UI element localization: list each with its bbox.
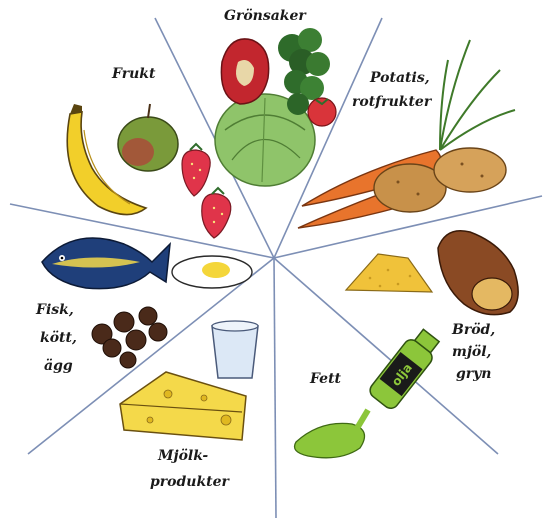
label-line: Fisk,	[35, 302, 74, 318]
bread-illustration	[346, 231, 518, 315]
label-line: kött,	[40, 330, 77, 346]
label-line: Potatis,	[369, 70, 430, 86]
label-brod: Bröd, mjöl, gryn	[451, 322, 500, 382]
label-gronsaker: Grönsaker	[224, 8, 307, 24]
label-line: ägg	[44, 358, 73, 374]
label-mjolk: Mjölk- produkter	[150, 448, 231, 490]
label-fett: Fett	[309, 371, 342, 387]
fruit-illustration	[67, 104, 231, 238]
oil-illustration: olja	[295, 326, 444, 458]
label-line: Bröd,	[451, 322, 495, 338]
label-line: Mjölk-	[157, 448, 208, 464]
divider-line	[274, 258, 276, 518]
label-line: rotfrukter	[352, 94, 433, 110]
label-line: mjöl,	[452, 344, 491, 360]
label-line: produkter	[150, 474, 231, 490]
label-fisk: Fisk, kött, ägg	[35, 302, 82, 374]
label-potatis: Potatis, rotfrukter	[352, 70, 434, 110]
label-frukt: Frukt	[111, 66, 156, 82]
divider-line	[10, 204, 274, 258]
label-line: gryn	[456, 366, 491, 382]
